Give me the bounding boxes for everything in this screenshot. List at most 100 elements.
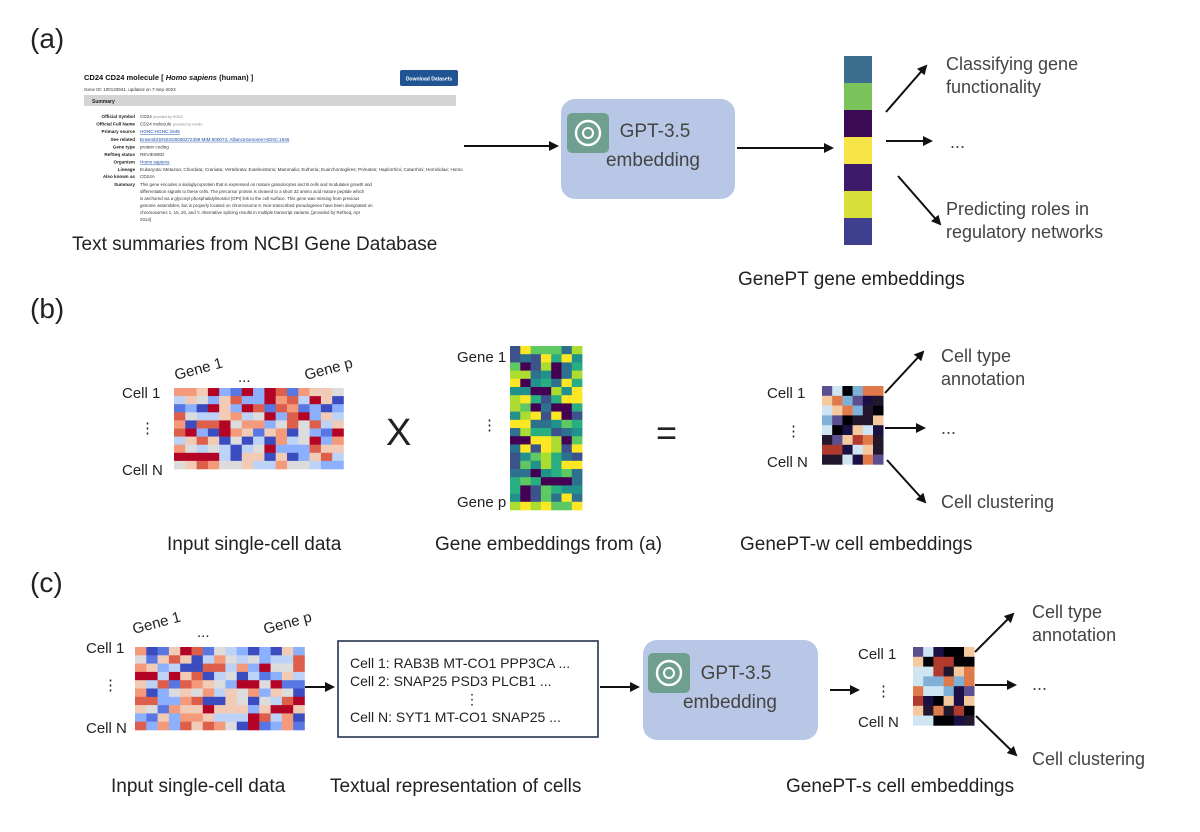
b-emb-cell xyxy=(520,346,531,355)
b-input-cell xyxy=(174,444,186,454)
c-out-cell xyxy=(953,715,965,726)
c-input-cell xyxy=(259,705,271,714)
b-emb-cell xyxy=(540,501,552,511)
ncbi-field-label: RefSeq status xyxy=(104,152,135,157)
openai-logo-icon-c xyxy=(648,653,690,693)
c-input-cell xyxy=(248,663,260,673)
b-input-cell xyxy=(264,444,276,454)
b-input-cell xyxy=(332,396,344,405)
ncbi-field-label: Summary xyxy=(114,182,135,187)
c-input-cell xyxy=(202,647,215,656)
b-input-cell xyxy=(207,436,220,445)
summary-header-label: Summary xyxy=(92,99,115,105)
b-input-cell xyxy=(275,452,288,462)
c-input-cell xyxy=(214,663,226,673)
b-emb-cell xyxy=(520,354,531,363)
c-input-cell xyxy=(293,688,305,698)
b-out-dots: ⋮ xyxy=(786,423,801,440)
c-gene1: Gene 1 xyxy=(131,609,183,638)
gpt-label-a2: embedding xyxy=(606,150,700,171)
gene-embedding-vector xyxy=(844,56,872,245)
c-out-cell xyxy=(933,715,944,726)
b-emb-cell xyxy=(561,378,573,388)
c-input-cell xyxy=(248,671,260,681)
b-input-cell xyxy=(320,452,333,462)
b-input-cell xyxy=(332,444,344,454)
b-out-cell xyxy=(842,444,853,455)
b-input-cell xyxy=(241,412,254,421)
c-out-cell xyxy=(923,656,934,667)
openai-logo-icon xyxy=(567,113,609,153)
b-emb-cell xyxy=(510,452,521,462)
b-input-cell xyxy=(332,452,344,462)
b-input-cell xyxy=(219,396,231,405)
c-input-cell xyxy=(225,705,237,714)
b-input-cell xyxy=(253,436,265,445)
b-emb-cell xyxy=(530,460,542,470)
b-input-cell xyxy=(196,460,209,470)
b-emb-cell xyxy=(561,460,573,470)
b-input-cell xyxy=(219,404,231,413)
c-input-cell xyxy=(146,663,158,673)
b-emb-cell xyxy=(510,469,521,478)
b-caption-out: GenePT-w cell embeddings xyxy=(740,534,972,555)
b-input-cell xyxy=(219,452,231,462)
c-input-cell xyxy=(135,647,147,656)
c-input-cell xyxy=(146,688,158,698)
b-emb-cell xyxy=(510,477,521,486)
b-emb-cell xyxy=(551,346,562,355)
c-input-cell xyxy=(270,655,283,664)
b-input-cell xyxy=(332,420,344,429)
b-emb-cell xyxy=(520,477,531,486)
b-input-cell xyxy=(264,436,276,445)
c-input-cell xyxy=(236,688,249,698)
b-input-cell xyxy=(230,436,243,445)
ncbi-field-value[interactable]: Homo sapiens xyxy=(140,160,170,165)
c-input-cell xyxy=(248,688,260,698)
b-input-cell xyxy=(174,388,186,397)
b-emb-cell xyxy=(540,419,552,429)
b-emb-cell xyxy=(510,362,521,371)
b-input-cell xyxy=(219,436,231,445)
b-input-cell xyxy=(219,388,231,397)
ncbi-field-value[interactable]: HGNC:HGNC:1645 xyxy=(140,129,180,134)
ncbi-field-value[interactable]: Ensembl:ENSG00000272398 MIM:600074; Alli… xyxy=(140,137,290,142)
b-out-cell xyxy=(852,454,864,465)
b-emb-cell xyxy=(530,477,542,486)
ncbi-summary-line: genome assemblies, but is properly locat… xyxy=(140,203,373,208)
b-input-cell xyxy=(230,412,243,421)
b-input-cell xyxy=(332,460,344,470)
c-out-cellN: Cell N xyxy=(858,714,899,731)
b-out-cellN: Cell N xyxy=(767,454,808,471)
b-emb-cell xyxy=(551,452,562,462)
c-out-cell xyxy=(943,715,955,726)
b-input-cell xyxy=(185,460,197,470)
b-input-cell xyxy=(196,420,209,429)
b-emb-cell xyxy=(561,452,573,462)
b-input-cell xyxy=(275,436,288,445)
c-input-cell xyxy=(146,696,158,706)
b-out-cell xyxy=(852,405,864,416)
out-predict-2: regulatory networks xyxy=(946,222,1103,242)
c-input-cell xyxy=(236,696,249,706)
panel-c-tag: (c) xyxy=(30,567,63,598)
ncbi-field-label: Organism xyxy=(114,160,135,165)
c-input-cell xyxy=(135,680,147,689)
b-input-cell xyxy=(320,444,333,454)
c-out-cell xyxy=(964,686,975,697)
c-input-cell xyxy=(180,713,192,722)
b-input-cell xyxy=(320,404,333,413)
b-emb-cell xyxy=(551,485,562,494)
c-caption-input: Input single-cell data xyxy=(111,776,286,797)
b-emb-cell xyxy=(510,419,521,429)
b-emb-cell xyxy=(551,444,562,453)
c-input-cell xyxy=(180,696,192,706)
download-datasets-button[interactable] xyxy=(400,70,458,86)
b-input-cell xyxy=(320,396,333,405)
ncbi-summary-line: differentiation signals to these cells. … xyxy=(140,189,365,194)
c-input-cell xyxy=(236,663,249,673)
c-input-cell xyxy=(236,655,249,664)
ncbi-gene-id: Gene ID: 100133941, updated on 7-Sep-202… xyxy=(84,87,176,92)
c-input-cell xyxy=(281,705,294,714)
b-emb-cell xyxy=(551,395,562,404)
